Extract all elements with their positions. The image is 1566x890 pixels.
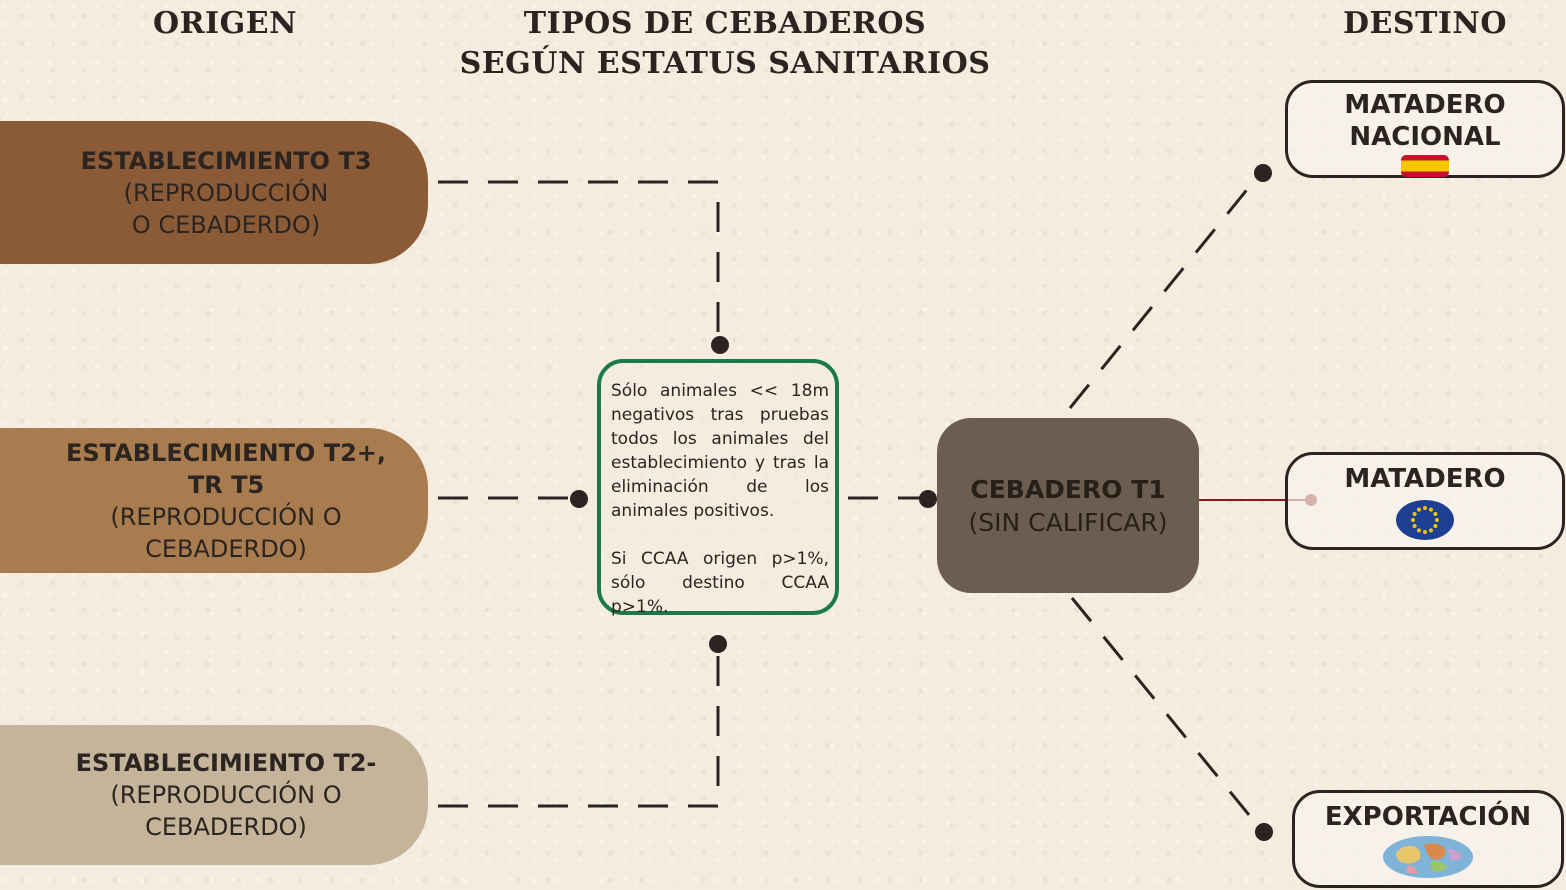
connector-t3 <box>438 180 720 340</box>
connector-dot-t1 <box>919 490 937 508</box>
connector-dot-national <box>1254 164 1272 182</box>
origin-t3-title: ESTABLECIMIENTO T3 <box>80 146 372 175</box>
origin-t2minus-desc-1: (REPRODUCCIÓN O <box>110 781 342 809</box>
origin-t2minus-desc-2: CEBADERDO) <box>145 813 307 841</box>
connector-t2minus <box>438 650 720 808</box>
conditions-paragraph-2: Si CCAA origen p>1%, sólo destino CCAA p… <box>611 549 829 617</box>
types-header-line-2: SEGÚN ESTATUS SANITARIOS <box>459 46 991 81</box>
origin-t3-desc-1: (REPRODUCCIÓN <box>123 178 329 207</box>
connector-t1-export <box>1070 597 1260 827</box>
eu-flag-icon <box>1396 500 1454 540</box>
connector-dot-top <box>711 336 729 354</box>
conditions-paragraph-1: Sólo animales << 18m negativos tras prue… <box>611 381 829 521</box>
dest-eu-line-1: MATADERO <box>1344 464 1506 494</box>
world-map-icon <box>1383 836 1473 878</box>
cebadero-t1-title: CEBADERO T1 <box>970 474 1166 504</box>
origin-t2plus-desc-1: (REPRODUCCIÓN O <box>110 502 342 531</box>
connector-dot-bottom <box>709 635 727 653</box>
destination-header: DESTINO <box>1343 6 1507 41</box>
dest-nacional-line-2: NACIONAL <box>1349 122 1501 152</box>
cebadero-t1-box: CEBADERO T1 (SIN CALIFICAR) <box>937 418 1199 593</box>
dest-nacional-line-1: MATADERO <box>1344 90 1506 120</box>
origin-header: ORIGEN <box>152 6 297 41</box>
types-header-line-1: TIPOS DE CEBADEROS <box>523 6 927 41</box>
origin-t2minus-title: ESTABLECIMIENTO T2- <box>75 749 377 777</box>
origin-t2plus: ESTABLECIMIENTO T2+, TR T5 (REPRODUCCIÓN… <box>0 428 428 573</box>
connector-dot-export <box>1255 823 1273 841</box>
dest-export-line-1: EXPORTACIÓN <box>1324 802 1532 832</box>
origin-t2minus: ESTABLECIMIENTO T2- (REPRODUCCIÓN O CEBA… <box>0 725 428 865</box>
origin-t3: ESTABLECIMIENTO T3 (REPRODUCCIÓN O CEBAD… <box>0 121 428 264</box>
dest-exportacion: EXPORTACIÓN <box>1292 790 1564 888</box>
connector-t1-national <box>1068 175 1260 409</box>
cebadero-t1-subtitle: (SIN CALIFICAR) <box>968 507 1168 537</box>
connector-dot-left <box>570 490 588 508</box>
origin-t2plus-title: ESTABLECIMIENTO T2+, <box>65 438 386 467</box>
origin-t3-desc-2: O CEBADERDO) <box>131 210 321 239</box>
origin-t2plus-title-2: TR T5 <box>187 470 265 499</box>
spain-flag-icon <box>1401 155 1449 177</box>
conditions-box: Sólo animales << 18m negativos tras prue… <box>597 359 839 617</box>
types-header: TIPOS DE CEBADEROS SEGÚN ESTATUS SANITAR… <box>440 4 1010 84</box>
dest-matadero-nacional: MATADERO NACIONAL <box>1285 80 1565 178</box>
dest-matadero-eu: MATADERO <box>1285 452 1565 550</box>
origin-t2plus-desc-2: CEBADERDO) <box>145 534 307 563</box>
